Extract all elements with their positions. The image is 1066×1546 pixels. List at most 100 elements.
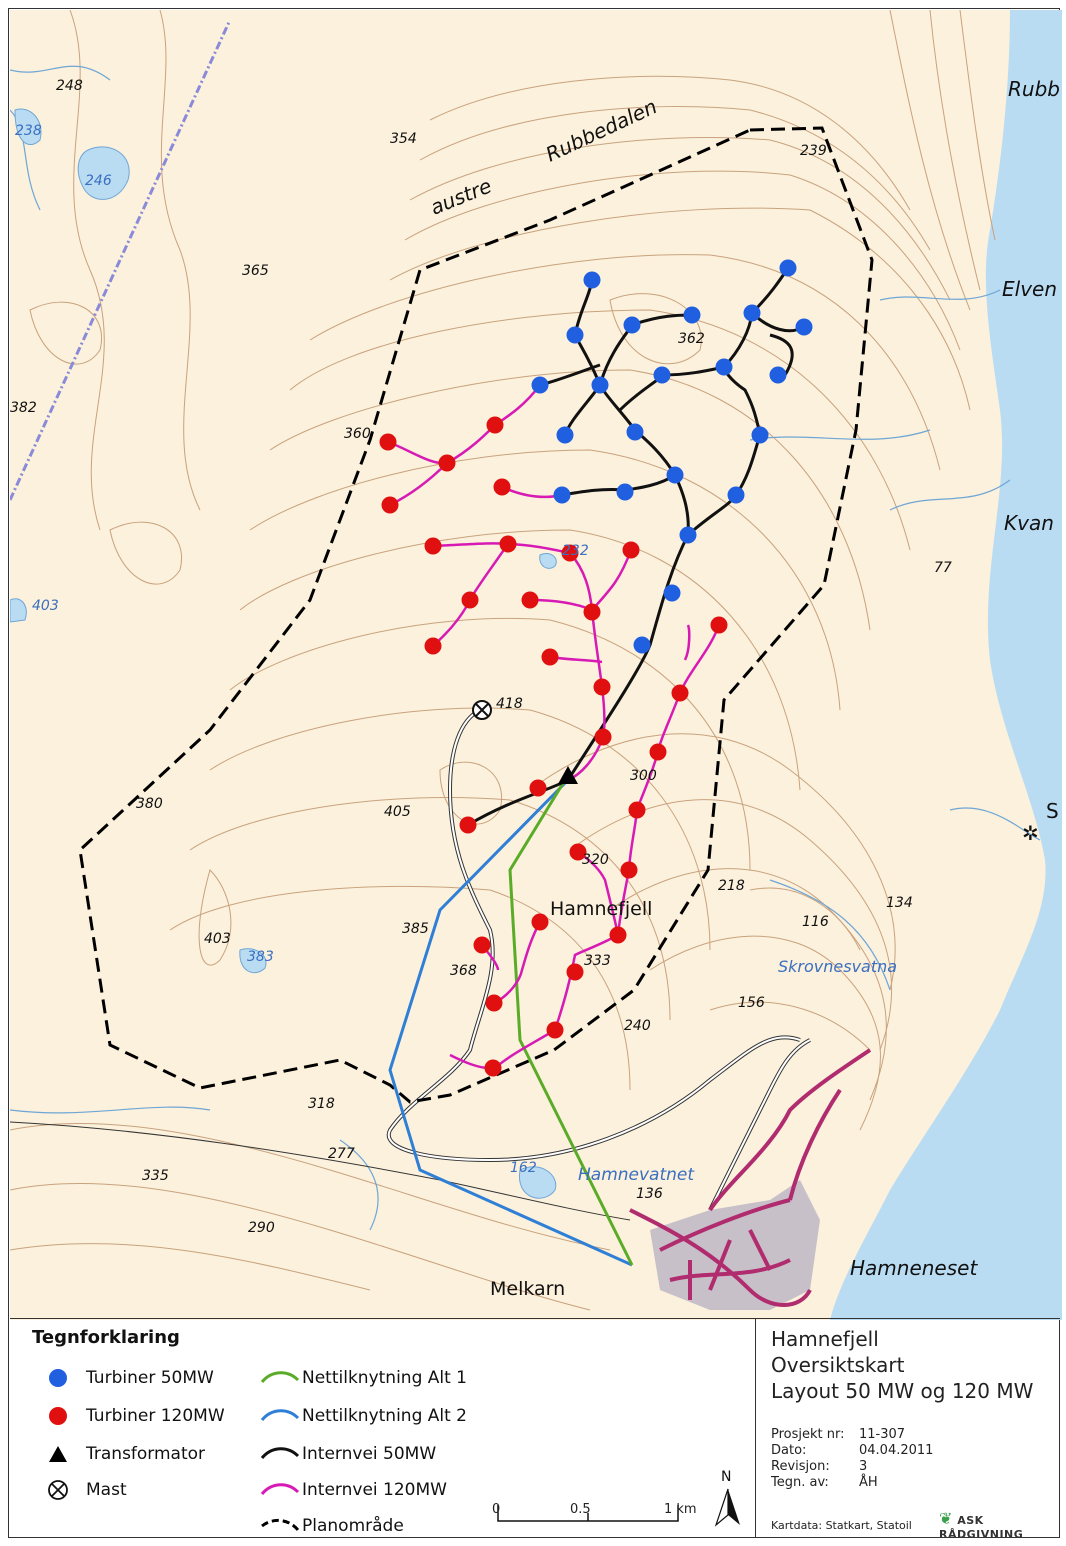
north-arrow: N xyxy=(710,1469,750,1529)
turbines-50mw xyxy=(531,259,813,654)
red-dot-icon xyxy=(49,1407,67,1425)
grid-connection-alt1 xyxy=(508,779,634,1266)
label-s: S xyxy=(1046,799,1059,823)
meta-row: Prosjekt nr:11-307 xyxy=(771,1427,906,1442)
label-skrovnesvatna: Skrovnesvatna xyxy=(778,957,897,976)
label-melkarn: Melkarn xyxy=(490,1278,565,1300)
elev-246: 246 xyxy=(85,173,112,189)
blue-line-icon xyxy=(260,1409,300,1422)
label-hamneneset: Hamneneset xyxy=(850,1256,978,1280)
elev-354: 354 xyxy=(390,131,417,147)
elev-218: 218 xyxy=(718,878,745,894)
legend-panel: Tegnforklaring Turbiner 50MW Turbiner 12… xyxy=(10,1318,1061,1541)
existing-road xyxy=(386,708,811,1211)
elev-156: 156 xyxy=(738,995,765,1011)
scale-label-1km: 1 km xyxy=(664,1502,697,1517)
streams xyxy=(10,65,1041,1231)
elev-320: 320 xyxy=(582,852,609,868)
elev-290: 290 xyxy=(248,1220,275,1236)
project-meta: Prosjekt nr:11-307 Dato:04.04.2011 Revis… xyxy=(771,1427,933,1491)
map-title-line1: Hamnefjell xyxy=(771,1327,879,1351)
label-kvan: Kvan xyxy=(1004,511,1054,535)
legend-label: Planområde xyxy=(302,1516,404,1536)
legend-item-grid-alt2: Nettilknytning Alt 2 xyxy=(260,1403,467,1429)
elev-335: 335 xyxy=(142,1168,169,1184)
magenta-line-icon xyxy=(260,1483,300,1496)
elev-277: 277 xyxy=(328,1146,355,1162)
triangle-icon xyxy=(49,1446,67,1462)
map-title-line2: Oversiktskart xyxy=(771,1353,905,1377)
elevation-labels: 248 238 246 354 239 365 362 382 360 403 … xyxy=(10,78,952,1236)
elev-405: 405 xyxy=(384,804,411,820)
scale-label-0: 0 xyxy=(492,1502,501,1517)
circle-cross-icon xyxy=(48,1480,68,1500)
elev-240: 240 xyxy=(624,1018,651,1034)
elev-134: 134 xyxy=(886,895,913,911)
mast-symbol xyxy=(472,700,492,720)
legend-label: Transformator xyxy=(86,1444,206,1464)
legend-label: Nettilknytning Alt 1 xyxy=(302,1368,468,1388)
transformer-symbol xyxy=(558,766,578,784)
elev-403: 403 xyxy=(204,931,231,947)
elev-360: 360 xyxy=(344,426,371,442)
legend-label: Mast xyxy=(86,1480,127,1500)
grid-connection-alt2 xyxy=(388,778,633,1267)
power-line xyxy=(10,1121,631,1221)
turbines-120mw xyxy=(379,416,728,1077)
elev-300: 300 xyxy=(630,768,657,784)
scale-bar xyxy=(497,1505,679,1522)
legend-item-internal-road-50mw: Internvei 50MW xyxy=(260,1441,436,1467)
legend-label: Turbiner 120MW xyxy=(86,1406,225,1426)
town-hamnvik xyxy=(629,1048,872,1310)
elev-382: 382 xyxy=(10,400,37,416)
legend-item-grid-alt1: Nettilknytning Alt 1 xyxy=(260,1365,467,1391)
sea xyxy=(830,10,1062,1320)
elev-162: 162 xyxy=(510,1160,537,1176)
elev-116: 116 xyxy=(802,914,829,930)
map-credit: Kartdata: Statkart, Statoil xyxy=(771,1519,912,1532)
elev-383: 383 xyxy=(247,949,274,965)
legend-item-plan-area: Planområde xyxy=(260,1513,404,1539)
north-arrow-icon xyxy=(714,1488,740,1527)
legend-label: Internvei 50MW xyxy=(302,1444,437,1464)
elev-318: 318 xyxy=(308,1096,335,1112)
elev-362: 362 xyxy=(678,331,705,347)
north-label: N xyxy=(721,1469,732,1485)
scale-label-half: 0.5 xyxy=(570,1502,591,1517)
legend-label: Nettilknytning Alt 2 xyxy=(302,1406,468,1426)
elev-418: 418 xyxy=(496,696,523,712)
green-line-icon xyxy=(260,1371,300,1384)
black-line-icon xyxy=(260,1447,300,1460)
label-elven: Elven xyxy=(1002,277,1057,301)
lighthouse-icon: ✲ xyxy=(1022,821,1039,845)
legend-item-internal-road-120mw: Internvei 120MW xyxy=(260,1477,447,1503)
meta-row: Dato:04.04.2011 xyxy=(771,1443,934,1458)
legend-label: Internvei 120MW xyxy=(302,1480,447,1500)
legend-title: Tegnforklaring xyxy=(32,1327,180,1348)
elev-333: 333 xyxy=(584,953,611,969)
map-title-line3: Layout 50 MW og 120 MW xyxy=(771,1379,1034,1403)
legend-item-turbines-50mw: Turbiner 50MW xyxy=(38,1365,214,1391)
elev-385: 385 xyxy=(402,921,429,937)
elev-239: 239 xyxy=(800,143,827,159)
elev-232: 232 xyxy=(562,543,589,559)
legend-box: Tegnforklaring Turbiner 50MW Turbiner 12… xyxy=(10,1319,755,1537)
elev-365: 365 xyxy=(242,263,269,279)
legend-label: Turbiner 50MW xyxy=(86,1368,214,1388)
logo-text: ASK RÅDGIVNING xyxy=(939,1514,1024,1541)
map-canvas[interactable]: Rubb Elven Kvan austre Rubbedalen Hamnef… xyxy=(10,10,1062,1320)
legend-item-mast: Mast xyxy=(38,1477,127,1503)
label-hamnevatnet: Hamnevatnet xyxy=(578,1165,695,1185)
plan-area-boundary xyxy=(78,126,874,1104)
elev-77: 77 xyxy=(934,560,952,576)
contour-lines xyxy=(10,10,996,1311)
lakes xyxy=(10,108,557,1199)
meta-row: Tegn. av:ÅH xyxy=(771,1475,878,1490)
land-background xyxy=(10,10,1062,1320)
title-block: Hamnefjell Oversiktskart Layout 50 MW og… xyxy=(755,1319,1061,1541)
company-logo: ❦ ASK RÅDGIVNING xyxy=(939,1509,1061,1541)
legend-item-turbines-120mw: Turbiner 120MW xyxy=(38,1403,225,1429)
elev-403-west: 403 xyxy=(32,598,59,614)
elev-248: 248 xyxy=(56,78,83,94)
dashed-line-icon xyxy=(261,1519,300,1532)
